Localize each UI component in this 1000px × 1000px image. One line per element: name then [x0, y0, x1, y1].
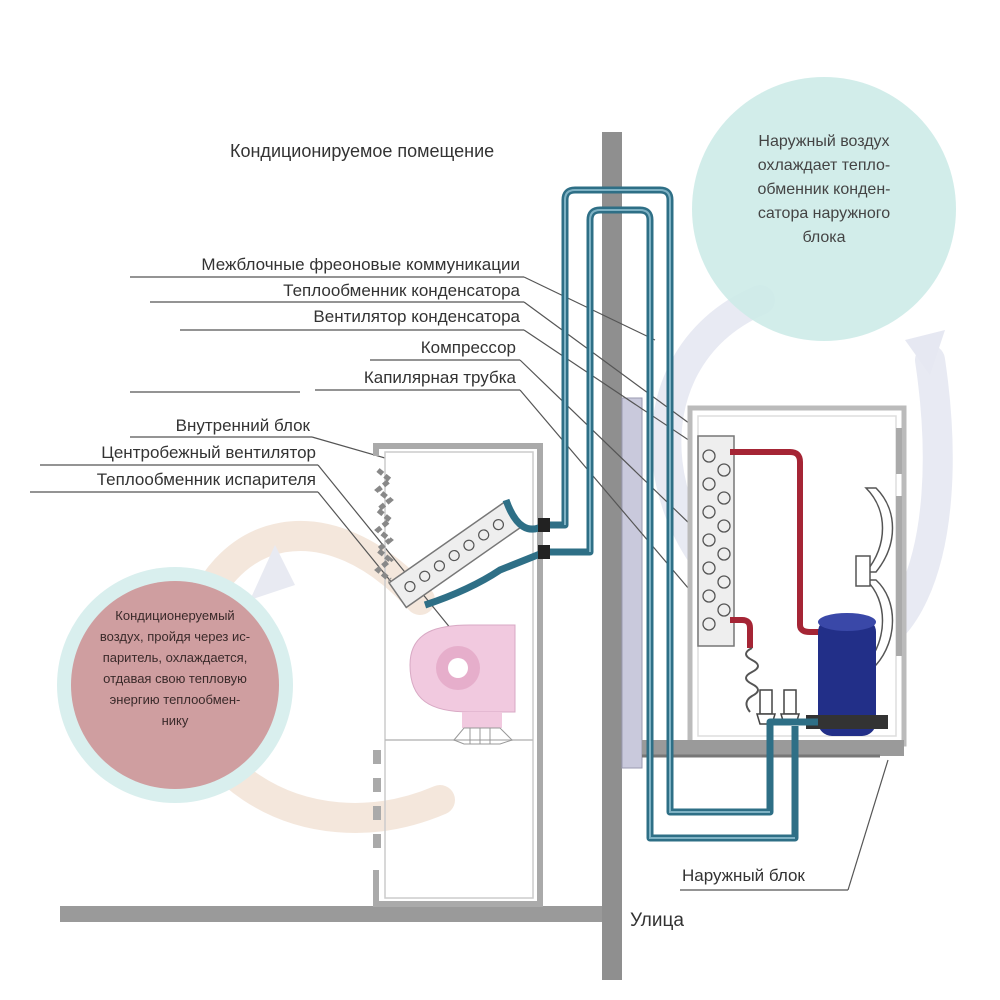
outdoor-bubble-text: Наружный воздух охлаждает тепло- обменни… [708, 130, 940, 250]
compressor [806, 613, 888, 736]
leader-line-condenser-hx-diag [523, 301, 713, 441]
label-indoor-unit: Внутренний блок [175, 416, 310, 435]
floor [60, 906, 602, 922]
label-freon-lines: Межблочные фреоновые коммуникации [201, 255, 520, 274]
label-condenser-hx: Теплообменник конденсатора [283, 281, 520, 300]
outdoor-bubble-line: обменник конден- [757, 181, 891, 198]
indoor-bubble-line: нику [161, 713, 189, 728]
label-evaporator-hx: Теплообменник испарителя [96, 470, 316, 489]
indoor-unit-inner [384, 451, 534, 899]
label-outdoor-unit: Наружный блок [682, 866, 805, 885]
outdoor-right-dashes [896, 428, 902, 656]
label-centrifugal-fan: Центробежный вентилятор [101, 443, 316, 462]
indoor-bubble-text: Кондиционеруемый воздух, пройдя через ис… [80, 605, 270, 731]
indoor-grille [453, 727, 513, 745]
indoor-bubble-line: паритель, охлаждается, [102, 650, 248, 665]
outdoor-bubble-line: охлаждает тепло- [757, 157, 891, 174]
leader-line-indoor-unit-diag [311, 436, 386, 459]
leader-line-fan-diag [317, 464, 461, 641]
liquid-line-red [730, 617, 753, 648]
label-condenser-fan: Вентилятор конденсатора [313, 307, 520, 326]
label-capillary: Капилярная трубка [363, 368, 516, 387]
capillary-tube [745, 647, 759, 713]
centrifugal-fan [409, 624, 516, 728]
leader-line-outdoor-unit-diag [847, 759, 889, 891]
indoor-bubble-line: отдавая свою тепловую [103, 671, 247, 686]
indoor-unit [373, 443, 543, 907]
outdoor-bubble-line: блока [802, 229, 846, 246]
indoor-unit-housing [373, 443, 543, 907]
condenser-fan [855, 487, 894, 666]
condenser-coil [697, 435, 735, 647]
hot-gas-line [730, 449, 820, 635]
suction-line-outdoor [766, 718, 818, 726]
indoor-air-bubble [71, 581, 279, 789]
building-wall [602, 132, 622, 980]
evaporator-inlet-pipe [423, 548, 547, 609]
label-room: Кондиционируемое помещение [230, 141, 495, 161]
outdoor-mount-panel [621, 397, 643, 769]
outdoor-air-bubble [692, 77, 956, 341]
indoor-bubble-line: воздух, пройдя через ис- [99, 629, 251, 644]
pipe-connectors [538, 518, 550, 559]
label-street: Улица [630, 910, 684, 931]
freon-pipes-highlight [564, 189, 795, 839]
label-compressor: Компрессор [420, 338, 516, 357]
outdoor-unit [642, 405, 907, 758]
indoor-unit-dashes [373, 750, 381, 848]
indoor-bubble-line: энергию теплообмен- [109, 692, 241, 707]
outdoor-bubble-line: Наружный воздух [758, 133, 890, 150]
indoor-bubble-line: Кондиционеруемый [115, 608, 235, 623]
indoor-filter [374, 468, 394, 582]
indoor-airflow-arrowhead [250, 545, 295, 600]
outdoor-airflow-arrowhead [905, 330, 945, 375]
outdoor-bubble-line: сатора наружного [757, 205, 891, 222]
